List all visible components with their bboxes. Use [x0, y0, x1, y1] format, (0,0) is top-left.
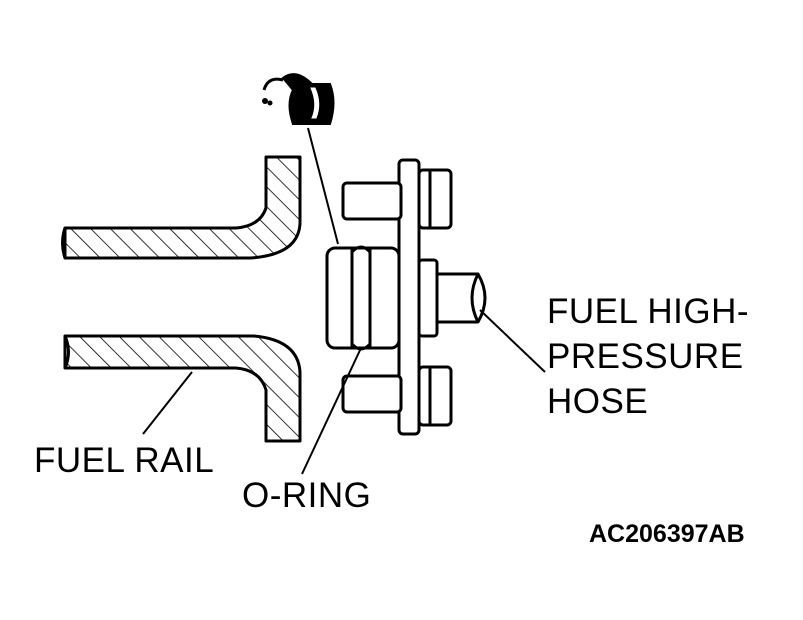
lower-bolt — [341, 365, 453, 427]
fitting-boss — [325, 246, 401, 350]
hose-label-line-1: FUEL HIGH- — [547, 292, 750, 331]
fuel-rail-break-line — [61, 227, 70, 369]
hose-connector — [417, 258, 439, 338]
fuel-rail — [61, 155, 302, 443]
oil-leader-line — [307, 127, 339, 245]
hose-leader-line — [479, 309, 546, 373]
fuel-rail-label: FUEL RAIL — [34, 441, 215, 480]
leader-lines — [142, 127, 546, 475]
o-ring-leader-line — [301, 347, 362, 475]
upper-bolt — [341, 168, 453, 230]
hose-label-line-3: HOSE — [547, 382, 649, 421]
figure-code: AC206397AB — [589, 520, 745, 548]
hose-fitting — [325, 158, 487, 436]
fuel-rail-upper-wall — [63, 155, 302, 260]
fuel-high-pressure-hose — [435, 272, 487, 324]
oil-can-icon — [262, 73, 335, 125]
hose-label-line-2: PRESSURE — [547, 337, 744, 376]
o-ring-label: O-RING — [242, 476, 372, 515]
fuel-rail-lower-wall — [63, 334, 302, 443]
fuel-rail-leader-line — [142, 371, 193, 435]
